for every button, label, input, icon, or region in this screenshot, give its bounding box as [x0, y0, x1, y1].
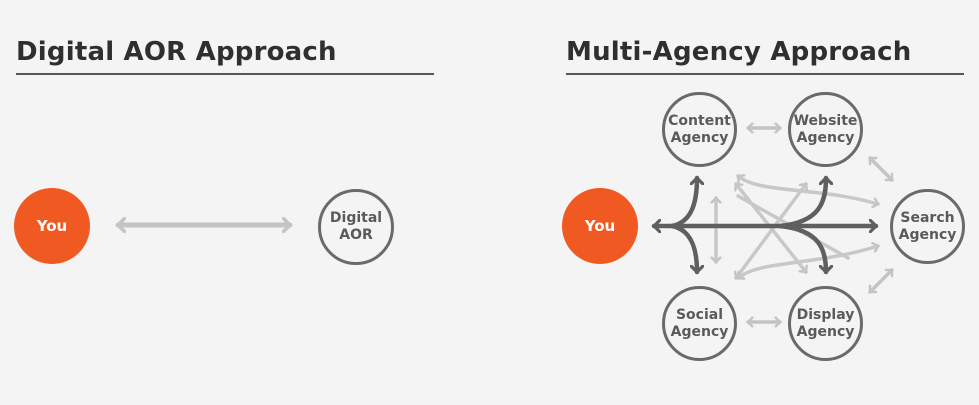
website-search-arrow: [868, 156, 894, 182]
search-display-arrow: [868, 268, 894, 294]
you-node-multi: You: [562, 188, 638, 264]
social-agency-node: Social Agency: [662, 286, 737, 361]
left-panel-title: Digital AOR Approach: [16, 37, 337, 67]
left-title-underline: [16, 73, 434, 75]
display-agency-node: Display Agency: [788, 286, 863, 361]
search-agency-node: Search Agency: [890, 189, 965, 264]
you-node: You: [14, 188, 90, 264]
right-panel-title: Multi-Agency Approach: [566, 37, 912, 67]
content-agency-node: Content Agency: [662, 92, 737, 167]
you-to-agencies-arrows: [651, 175, 879, 275]
right-title-underline: [566, 73, 964, 75]
website-agency-node: Website Agency: [788, 92, 863, 167]
digital-aor-node: Digital AOR: [318, 189, 394, 265]
